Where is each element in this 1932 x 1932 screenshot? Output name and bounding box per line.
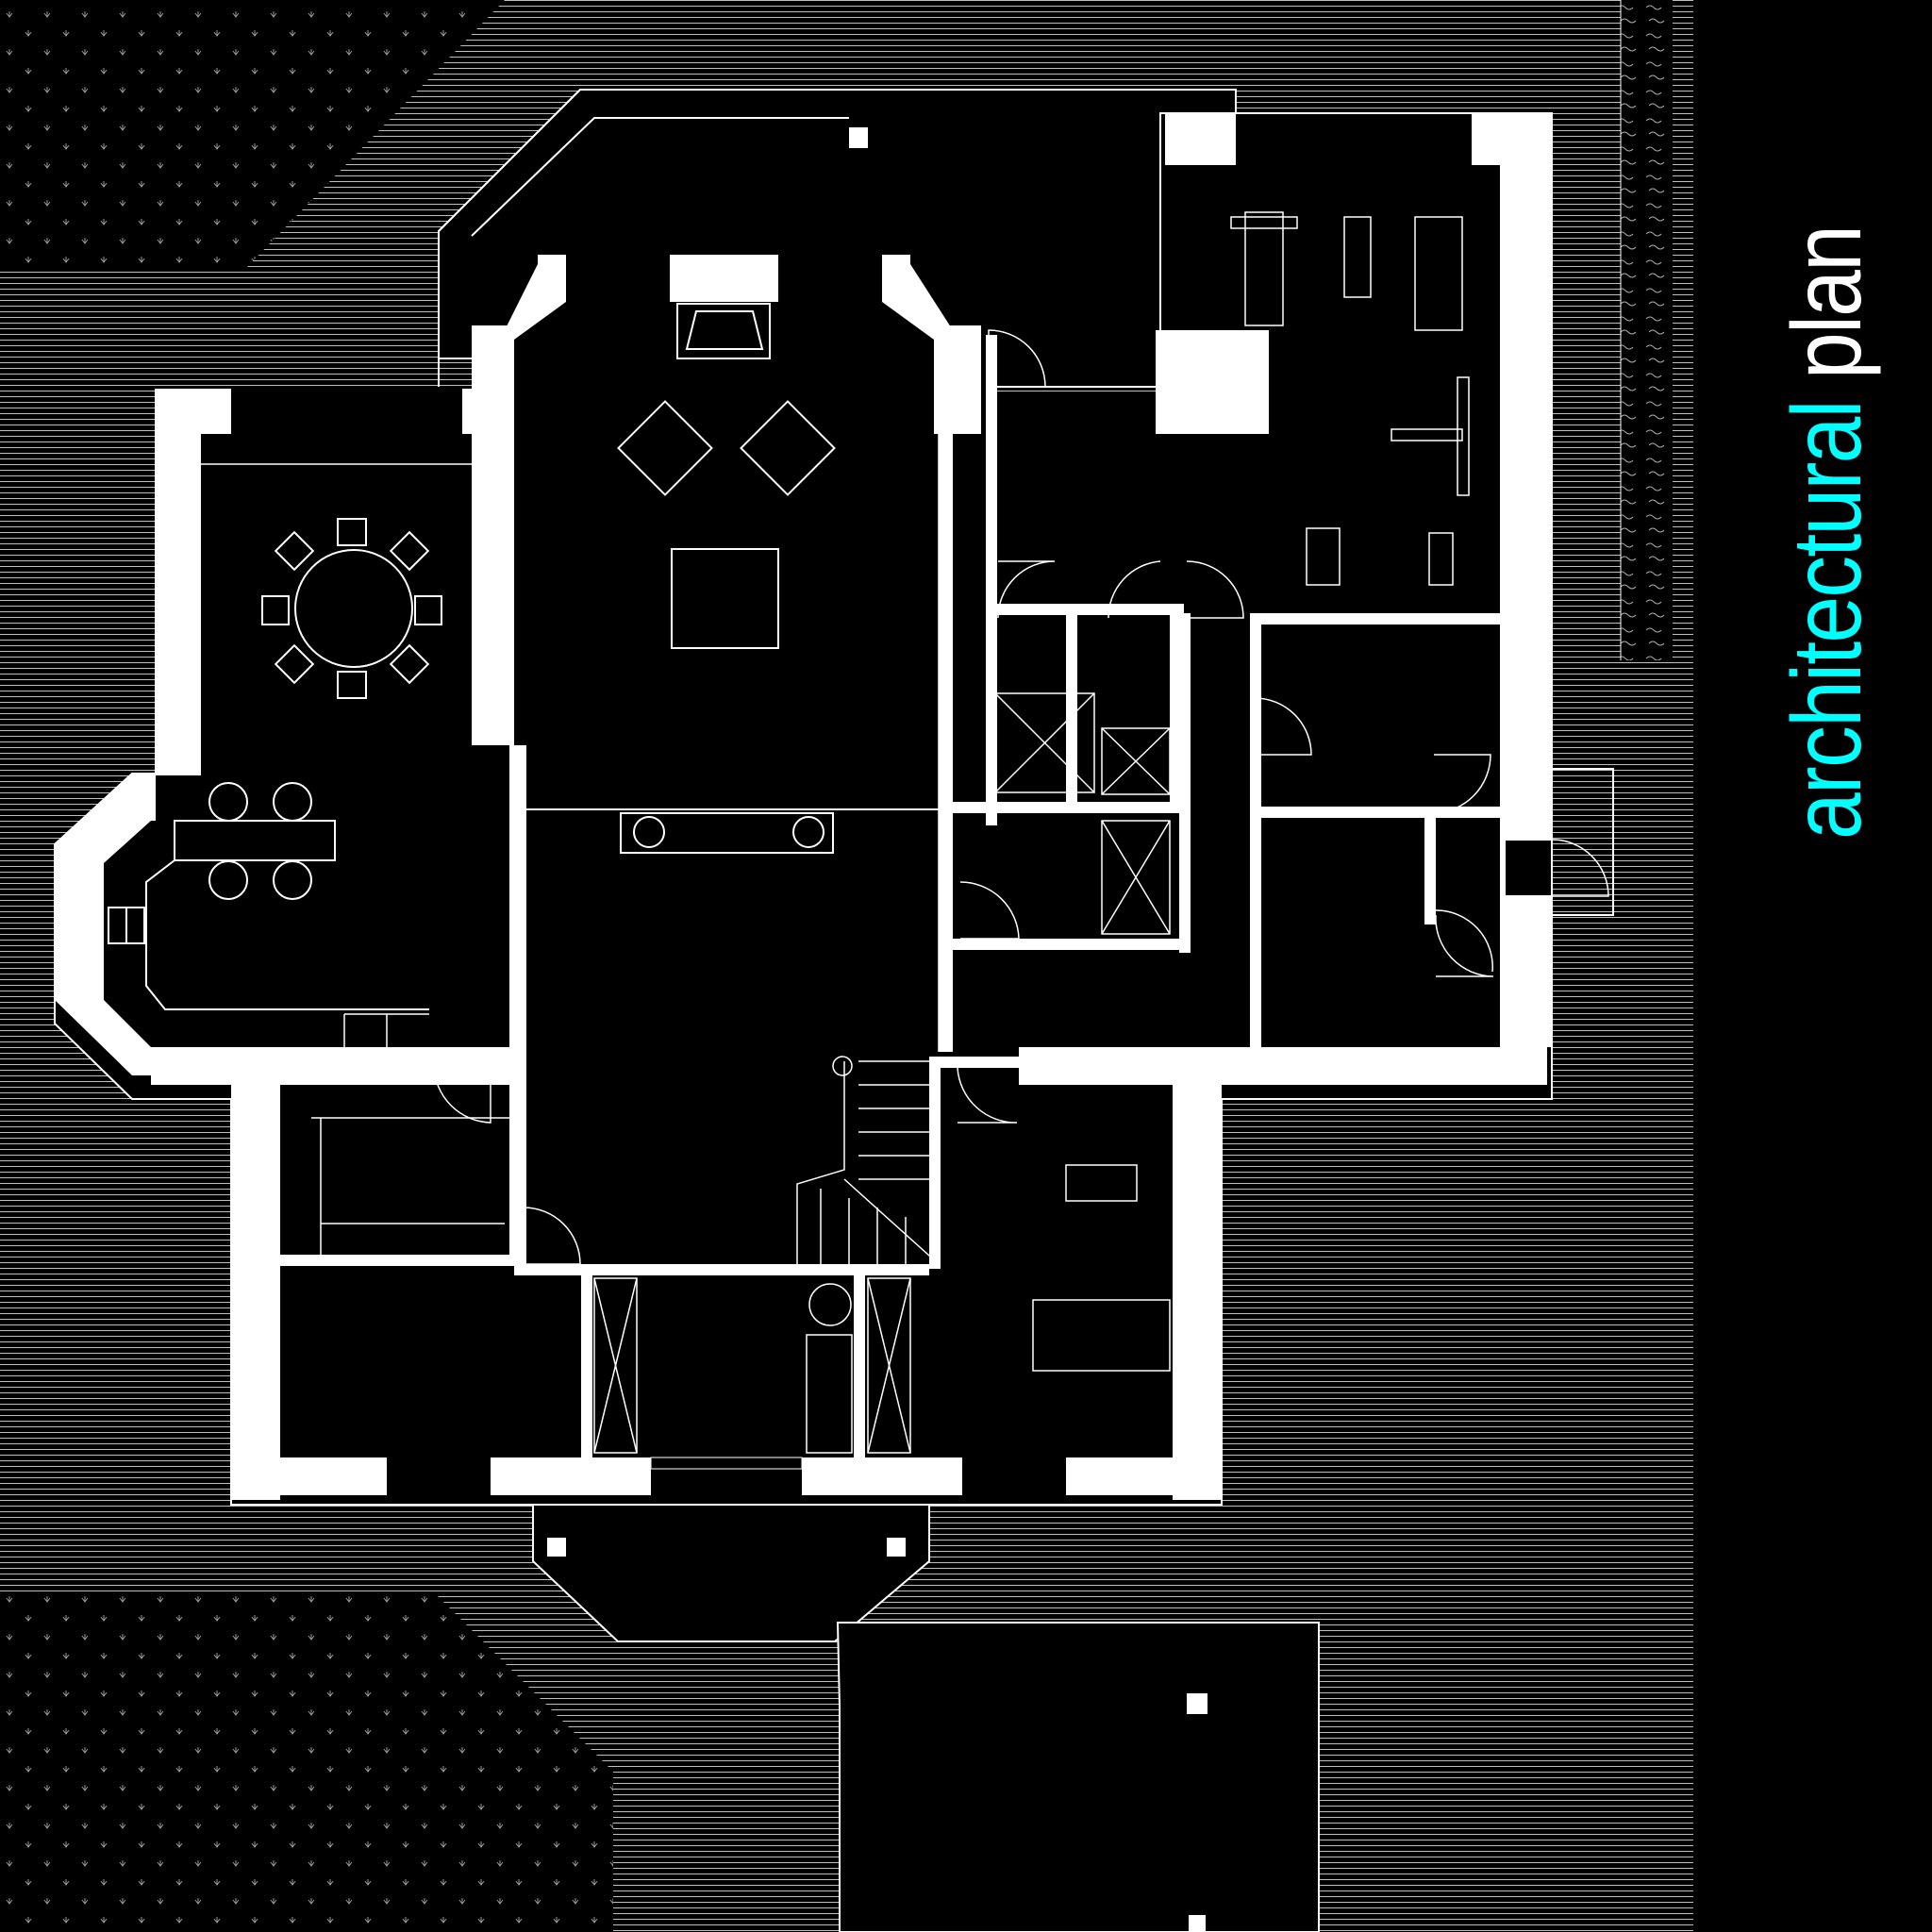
terrace-edge xyxy=(438,89,1236,387)
title-word-architectural: architectural xyxy=(1773,401,1882,840)
terrace-column xyxy=(849,127,868,148)
hedge-strip xyxy=(1621,0,1673,660)
living-furniture xyxy=(526,303,939,854)
title-word-plan: plan xyxy=(1773,225,1882,380)
dining-table xyxy=(261,518,442,699)
gym-equipment xyxy=(1230,211,1470,586)
door-swings xyxy=(433,329,1609,1562)
right-margin xyxy=(1693,0,1932,1932)
lawn-top-left xyxy=(0,0,505,267)
interior-walls xyxy=(280,335,1505,1462)
kitchen-island xyxy=(108,782,429,1010)
side-entrance xyxy=(1504,768,1614,916)
plan-title: architectural plan xyxy=(1773,226,1882,840)
bathroom-fixtures xyxy=(593,692,1171,1454)
lawn-bottom-left xyxy=(0,1594,613,1932)
entrance-porch xyxy=(532,1457,930,1642)
garage-structure xyxy=(836,1622,1320,1932)
staircase xyxy=(796,1056,940,1265)
office-furniture xyxy=(1032,1164,1171,1372)
